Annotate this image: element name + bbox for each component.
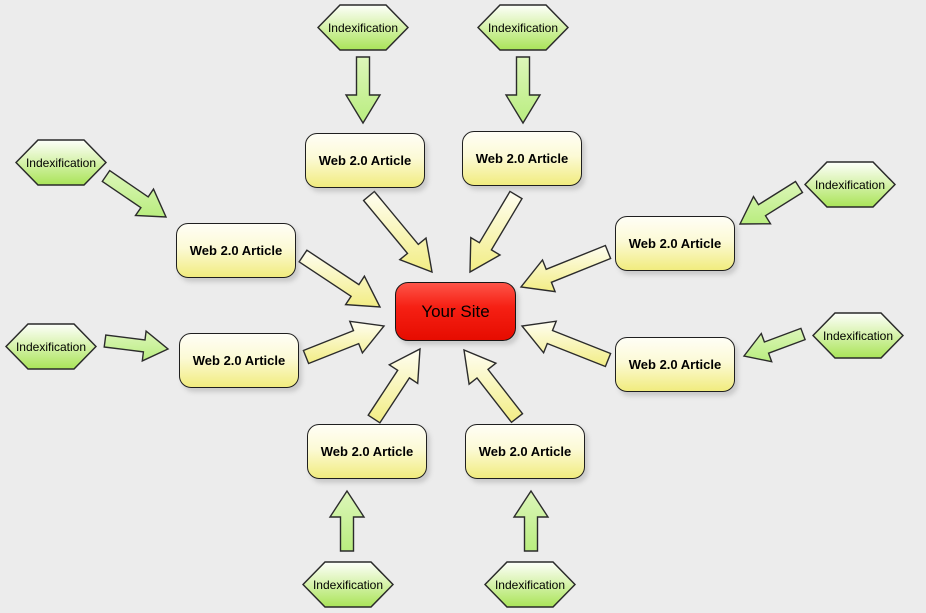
web20-article-box-left-upper: Web 2.0 Article — [176, 223, 296, 278]
yellow-arrow-from-bottom-right — [463, 348, 524, 424]
hexagon-shape — [484, 561, 576, 608]
hexagon-label: Indexification — [327, 20, 399, 35]
green-arrow-left-upper — [101, 169, 168, 218]
your-site-center-node: Your Site — [395, 282, 516, 341]
hexagon-shape — [15, 139, 107, 186]
hexagon-indexification-bottom-left: Indexification — [302, 561, 394, 608]
hexagon-shape — [317, 4, 409, 51]
web20-article-box-right-lower: Web 2.0 Article — [615, 337, 735, 392]
green-arrow-left-middle — [103, 329, 170, 363]
hexagon-indexification-bottom-right: Indexification — [484, 561, 576, 608]
hexagon-shape — [804, 161, 896, 208]
green-arrow-right-upper — [738, 180, 804, 225]
yellow-arrow-from-right-lower — [520, 320, 612, 368]
web20-article-box-top-left: Web 2.0 Article — [305, 133, 425, 188]
hexagon-indexification-left-upper: Indexification — [15, 139, 107, 186]
yellow-arrow-from-left-middle — [302, 320, 386, 365]
hexagon-shape — [302, 561, 394, 608]
yellow-arrow-from-bottom-left — [367, 347, 421, 424]
green-arrow-bottom-left — [328, 489, 366, 552]
hexagon-indexification-top-left: Indexification — [317, 4, 409, 51]
green-arrow-right-middle — [742, 327, 807, 363]
hexagon-label: Indexification — [814, 177, 886, 192]
yellow-arrow-from-left-upper — [298, 249, 382, 308]
hexagon-indexification-top-right: Indexification — [477, 4, 569, 51]
green-arrow-top-left — [344, 56, 382, 125]
yellow-arrow-from-top-right — [469, 190, 523, 274]
web20-article-box-left-middle: Web 2.0 Article — [179, 333, 299, 388]
hexagon-indexification-left-middle: Indexification — [5, 323, 97, 370]
hexagon-shape — [812, 312, 904, 359]
hexagon-label: Indexification — [494, 577, 566, 592]
hexagon-label: Indexification — [25, 155, 97, 170]
yellow-arrow-from-right-upper — [519, 244, 612, 293]
hexagon-shape — [5, 323, 97, 370]
hexagon-label: Indexification — [15, 339, 87, 354]
hexagon-indexification-right-middle: Indexification — [812, 312, 904, 359]
web20-article-box-bottom-right: Web 2.0 Article — [465, 424, 585, 479]
web20-article-box-top-right: Web 2.0 Article — [462, 131, 582, 186]
web20-article-box-right-upper: Web 2.0 Article — [615, 216, 735, 271]
hexagon-label: Indexification — [822, 328, 894, 343]
web20-article-box-bottom-left: Web 2.0 Article — [307, 424, 427, 479]
hexagon-indexification-right-upper: Indexification — [804, 161, 896, 208]
green-arrow-top-right — [504, 56, 542, 125]
hexagon-shape — [477, 4, 569, 51]
hexagon-label: Indexification — [312, 577, 384, 592]
hexagon-label: Indexification — [487, 20, 559, 35]
green-arrow-bottom-right — [512, 489, 550, 552]
yellow-arrow-from-top-left — [362, 190, 433, 274]
